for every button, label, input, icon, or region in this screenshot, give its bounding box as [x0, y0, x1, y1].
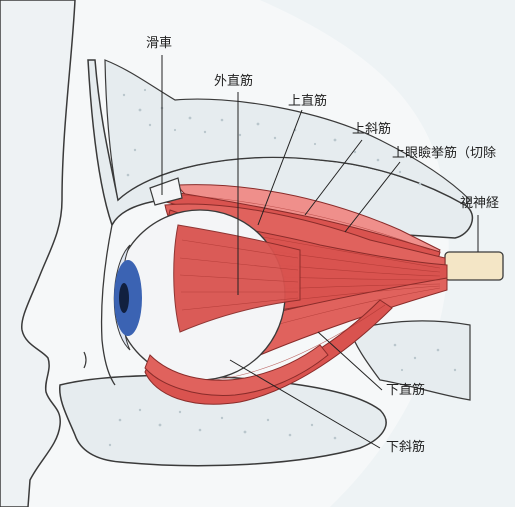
- label-optic-nerve: 視神経: [460, 196, 499, 212]
- optic-nerve: [445, 252, 503, 280]
- label-inferior-oblique: 下斜筋: [386, 440, 425, 456]
- label-trochlea: 滑車: [146, 36, 172, 52]
- pupil: [119, 283, 129, 313]
- label-superior-oblique: 上斜筋: [352, 122, 391, 138]
- label-inferior-rectus: 下直筋: [386, 383, 425, 399]
- label-superior-rectus: 上直筋: [288, 94, 327, 110]
- label-levator: 上眼瞼挙筋（切除: [392, 146, 496, 162]
- label-lateral-rectus: 外直筋: [214, 74, 253, 90]
